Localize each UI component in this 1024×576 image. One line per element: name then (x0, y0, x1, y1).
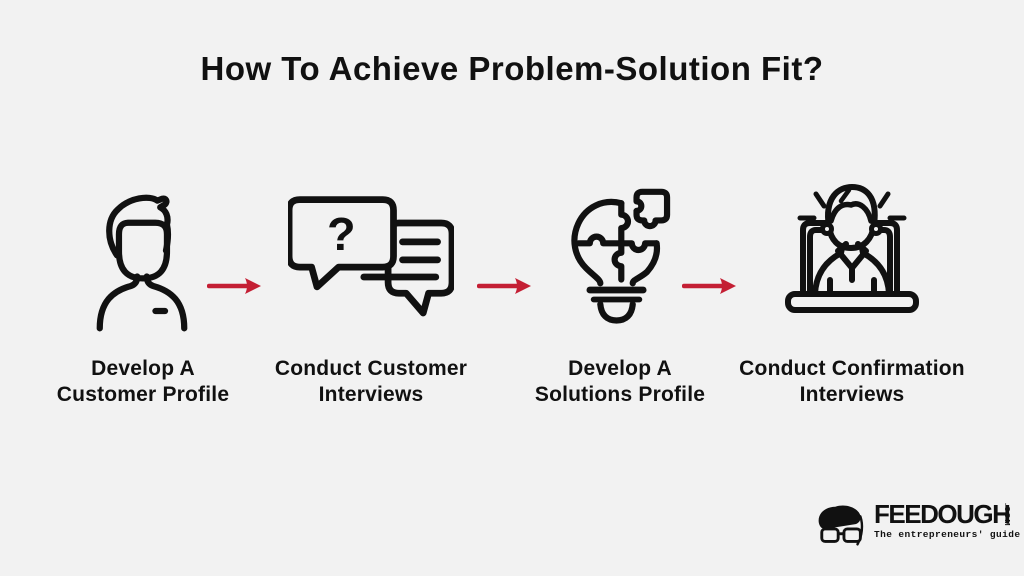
right-arrow-icon (206, 275, 263, 297)
customer-interviews-chat-icon: ? (288, 196, 454, 322)
step-label-line: Customer Profile (56, 383, 230, 406)
page-title: How To Achieve Problem-Solution Fit? (200, 50, 824, 87)
step-label-line: Develop A (91, 357, 195, 380)
feedough-logo: FEEDOUGH .COM The entrepreneurs' guide (816, 500, 1020, 560)
logo-head-glasses-icon (816, 503, 870, 556)
right-arrow-icon (681, 275, 738, 297)
step-label-line: Conduct Confirmation (739, 357, 965, 380)
question-mark-glyph: ? (327, 208, 356, 260)
step-label-line: Develop A (568, 357, 672, 380)
logo-tld-text: .COM (1003, 503, 1012, 527)
logo-tagline: The entrepreneurs' guide (874, 529, 1021, 540)
step-label-3: Develop A Solutions Profile (480, 356, 760, 408)
step-label-1: Develop A Customer Profile (3, 356, 283, 408)
step-label-line: Interviews (318, 383, 424, 406)
step-label-2: Conduct Customer Interviews (231, 356, 511, 408)
step-label-line: Conduct Customer (274, 357, 468, 380)
step-label-line: Solutions Profile (534, 383, 706, 406)
confirmation-interviews-laptop-icon (785, 181, 919, 315)
step-label-line: Interviews (799, 383, 905, 406)
customer-profile-person-icon (92, 192, 192, 336)
right-arrow-icon (476, 275, 533, 297)
step-label-4: Conduct Confirmation Interviews (712, 356, 992, 408)
solutions-profile-bulb-puzzle-icon (562, 188, 672, 331)
logo-brand-text: FEEDOUGH (874, 499, 1011, 529)
